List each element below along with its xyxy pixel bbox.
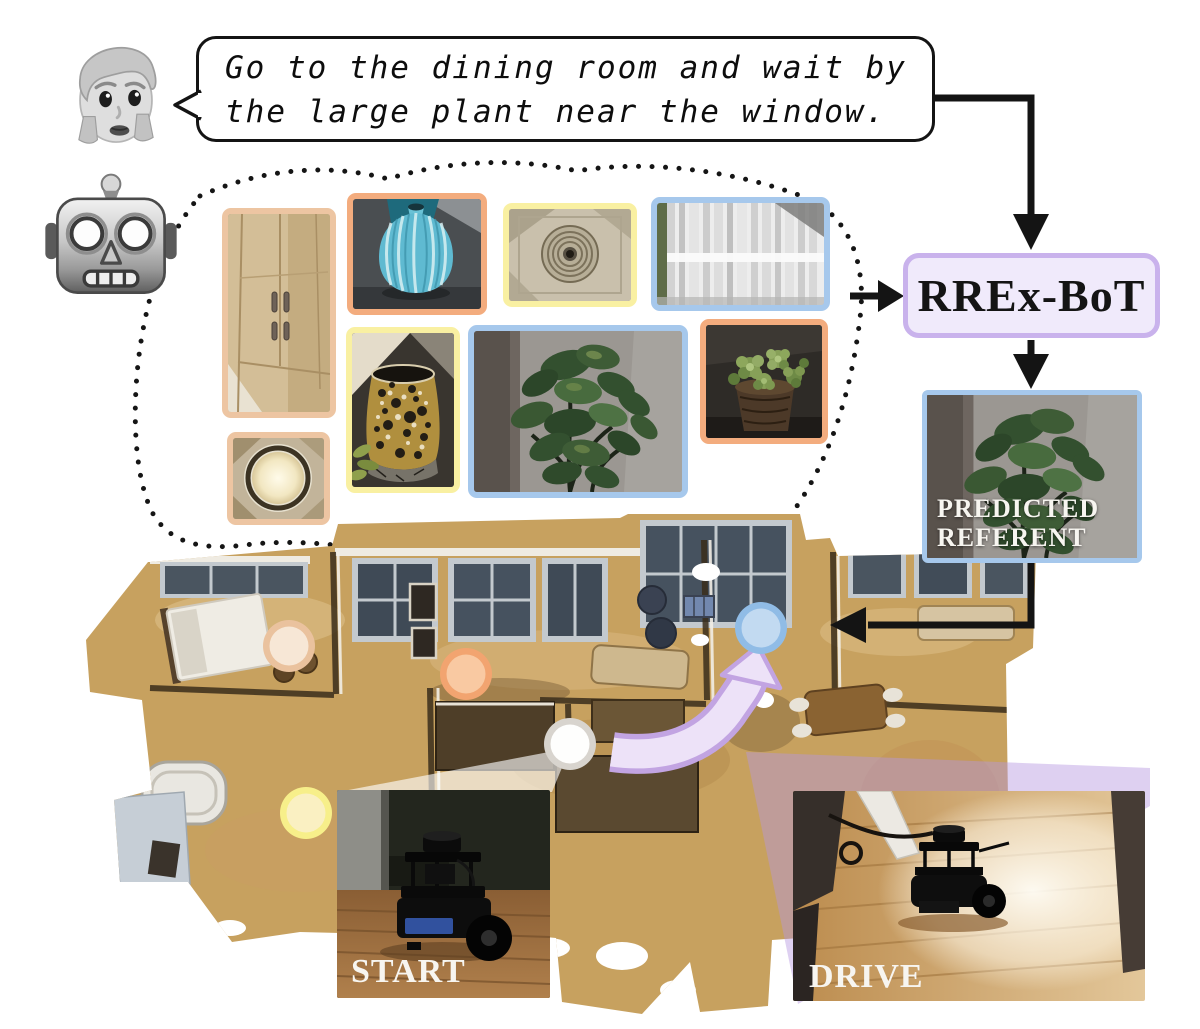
map-window-left <box>160 562 308 598</box>
candidate-blue-vase <box>347 193 487 315</box>
person-icon <box>78 46 157 144</box>
map-bed <box>159 593 274 684</box>
instruction-line-2: the large plant near the window. <box>225 94 887 130</box>
turtlebot-robot-driving <box>898 825 1010 932</box>
window-curtain-image <box>657 203 824 305</box>
ceiling-light-image <box>233 438 324 519</box>
large-plant-image <box>474 331 682 492</box>
candidate-window-curtain <box>651 197 830 311</box>
candidate-speckled-vase <box>346 327 460 493</box>
blue-vase-image <box>353 199 481 309</box>
model-box: RREx-BoT <box>903 253 1160 338</box>
bubble-tail <box>173 89 202 121</box>
drive-label: DRIVE <box>809 958 924 995</box>
map-picture-frames <box>408 582 438 622</box>
arrow-prediction-to-map <box>868 562 1035 629</box>
peach-marker <box>263 620 315 672</box>
start-photo: START <box>337 790 550 998</box>
candidate-cabinet <box>222 208 336 418</box>
candidate-ceiling-light <box>227 432 330 525</box>
instruction-line-1: Go to the dining room and wait by <box>225 50 907 86</box>
drive-photo: DRIVE <box>793 791 1145 1001</box>
arrow-instruction-to-model <box>935 94 1035 216</box>
predicted-referent-image <box>927 395 1137 558</box>
predicted-referent-label: PREDICTED REFERENT <box>937 494 1100 552</box>
predicted-referent-tile: PREDICTED REFERENT <box>922 390 1142 563</box>
map-mat <box>683 595 715 618</box>
candidate-potted-succulent <box>700 319 828 444</box>
start-view-cone <box>338 748 570 792</box>
navigation-path-arrow <box>609 643 783 774</box>
orange-marker <box>440 648 492 700</box>
map-dining-table <box>789 683 906 738</box>
white-marker <box>544 718 596 770</box>
start-label: START <box>351 953 466 990</box>
map-bathroom <box>111 760 228 887</box>
robot-icon <box>45 173 177 294</box>
cabinet-image <box>228 214 330 412</box>
blue-marker <box>735 602 787 654</box>
map-pouf <box>637 585 667 615</box>
candidate-large-plant <box>468 325 688 498</box>
speckled-vase-image <box>352 333 454 487</box>
map-couch <box>590 644 690 690</box>
instruction-bubble: Go to the dining room and wait by the la… <box>196 36 935 142</box>
yellow-marker <box>280 787 332 839</box>
candidate-smoke-detector <box>503 203 637 307</box>
turtlebot-robot <box>397 831 512 961</box>
model-label: RREx-BoT <box>917 270 1146 321</box>
smoke-detector-image <box>509 209 631 301</box>
potted-succulent-image <box>706 325 822 438</box>
thought-cloud-outline <box>132 160 864 597</box>
